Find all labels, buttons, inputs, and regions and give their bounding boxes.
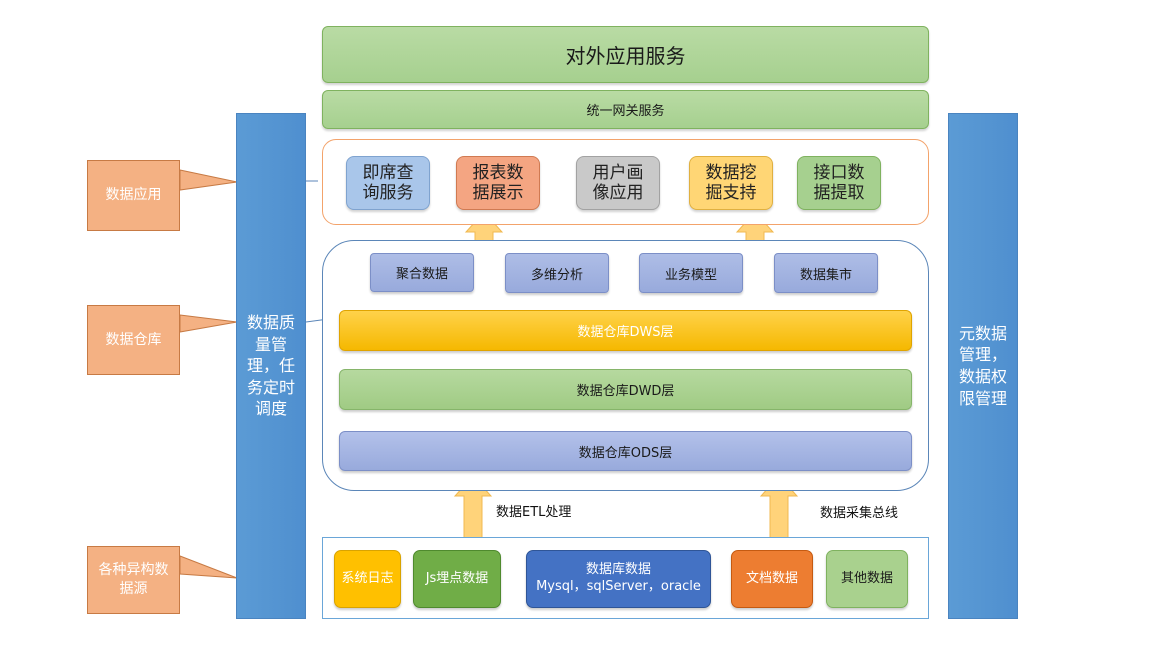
source-documents-label: 文档数据 [745,570,798,586]
metadata-permission-column: 元数据管理，数据权限管理 [948,113,1018,619]
app-interface-extract: 接口数据提取 [797,156,881,210]
source-database-title: 数据库数据 [585,562,651,578]
callout-data-warehouse: 数据仓库 [87,305,180,375]
metadata-permission-label: 元数据管理，数据权限管理 [958,323,1007,408]
source-other-label: 其他数据 [840,570,893,586]
app-user-profile-label: 用户画像应用 [592,162,644,203]
app-adhoc-query-label: 即席查询服务 [362,162,414,203]
gateway-bar: 统一网关服务 [322,90,929,129]
layer-ods-label: 数据仓库ODS层 [578,445,673,461]
callout-data-sources-label: 各种异构数据源 [98,562,169,597]
callout-tail-warehouse [179,314,238,333]
quality-scheduling-column: 数据质量管理，任务定时调度 [236,113,306,619]
external-service-bar: 对外应用服务 [322,26,929,83]
layer-dws-label: 数据仓库DWS层 [577,325,674,340]
etl-processing-label: 数据ETL处理 [496,505,572,520]
source-database-detail: Mysql，sqlServer，oracle [536,579,701,594]
source-js-tracking: Js埋点数据 [413,550,501,608]
app-user-profile: 用户画像应用 [576,156,660,210]
warehouse-item-business-model: 业务模型 [639,253,743,293]
callout-data-application: 数据应用 [87,160,180,231]
layer-ods: 数据仓库ODS层 [339,431,912,471]
callout-data-application-label: 数据应用 [105,187,162,204]
warehouse-item-data-mart: 数据集市 [774,253,878,293]
layer-dwd-label: 数据仓库DWD层 [576,384,675,399]
warehouse-item-business-model-label: 业务模型 [664,267,717,283]
quality-scheduling-label: 数据质量管理，任务定时调度 [246,313,295,419]
layer-dwd: 数据仓库DWD层 [339,369,912,410]
warehouse-item-aggregate: 聚合数据 [370,253,474,292]
warehouse-item-olap-label: 多维分析 [530,267,583,283]
source-system-log-label: 系统日志 [341,570,394,586]
app-report-display-label: 报表数据展示 [472,162,524,203]
app-data-mining: 数据挖掘支持 [689,156,773,210]
warehouse-item-olap: 多维分析 [505,253,609,293]
collection-bus-label: 数据采集总线 [820,506,899,521]
callout-data-sources: 各种异构数据源 [87,546,180,614]
callout-tail-apps [179,169,238,191]
warehouse-item-aggregate-label: 聚合数据 [395,267,448,282]
app-report-display: 报表数据展示 [456,156,540,210]
source-system-log: 系统日志 [334,550,401,608]
layer-dws: 数据仓库DWS层 [339,310,912,351]
app-adhoc-query: 即席查询服务 [346,156,430,210]
callout-data-warehouse-label: 数据仓库 [105,331,162,348]
source-js-tracking-label: Js埋点数据 [425,570,489,586]
app-data-mining-label: 数据挖掘支持 [705,162,757,203]
external-service-label: 对外应用服务 [565,44,686,68]
source-documents: 文档数据 [731,550,813,608]
source-other: 其他数据 [826,550,908,608]
gateway-label: 统一网关服务 [586,104,665,119]
source-database: 数据库数据 Mysql，sqlServer，oracle [526,550,711,608]
warehouse-item-data-mart-label: 数据集市 [799,267,852,283]
callout-tail-sources [179,555,238,579]
app-interface-extract-label: 接口数据提取 [813,162,865,203]
